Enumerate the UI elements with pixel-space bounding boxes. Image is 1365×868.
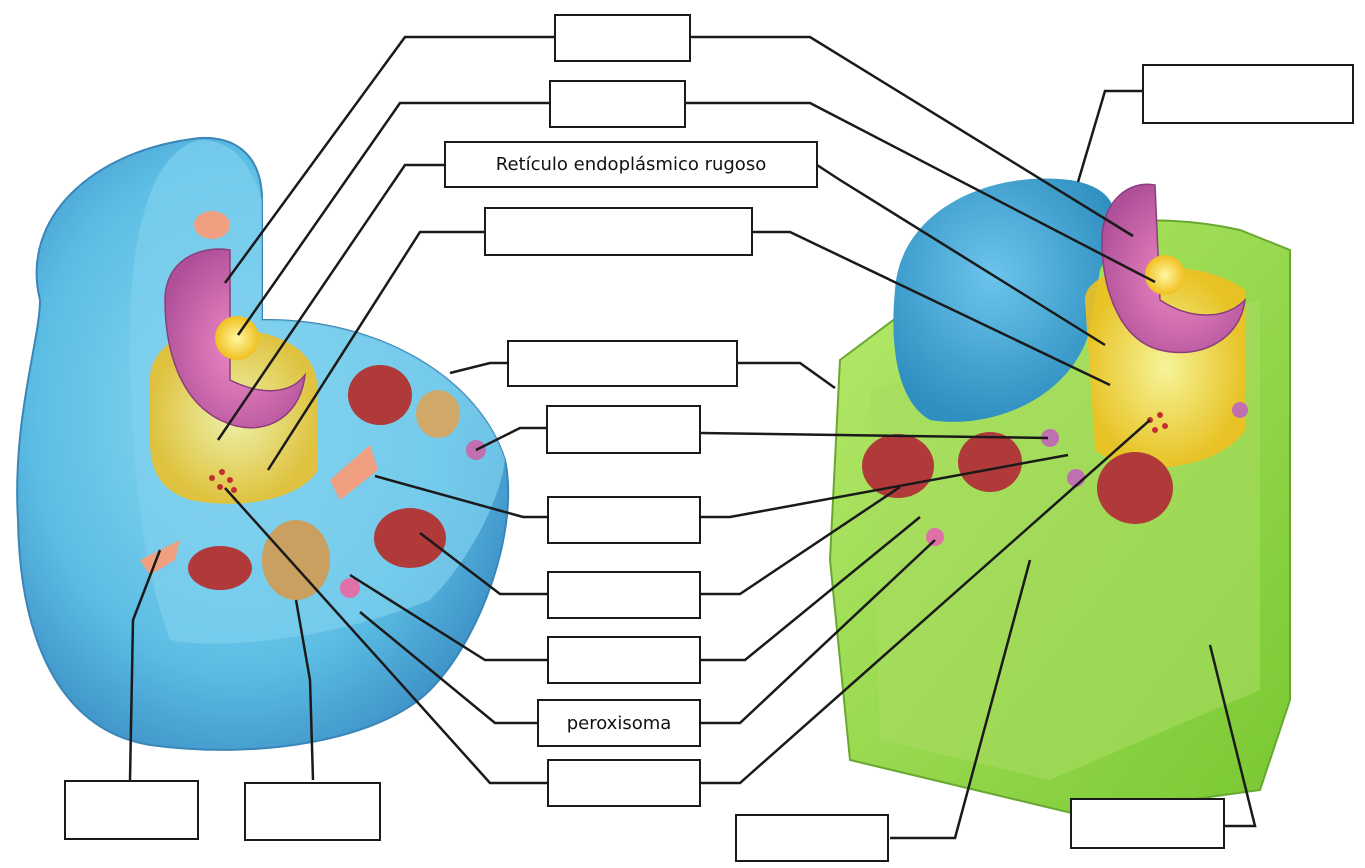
leader-line (1078, 91, 1143, 182)
label-box[interactable] (547, 636, 701, 684)
animal-smooth-er (194, 211, 230, 239)
animal-mitochondrion-1 (348, 365, 412, 425)
label-box[interactable] (484, 207, 753, 256)
label-box[interactable] (1070, 798, 1225, 849)
animal-mitochondrion-3 (188, 546, 252, 590)
label-box[interactable] (546, 405, 701, 454)
label-box-rough-er: Retículo endoplásmico rugoso (444, 141, 818, 188)
leader-line (450, 363, 508, 373)
animal-nucleolus (215, 316, 259, 360)
label-box[interactable] (549, 80, 686, 128)
plant-nucleus-back (1085, 267, 1245, 468)
animal-lysosome-1 (262, 520, 330, 600)
leader-line (737, 363, 835, 388)
label-box[interactable] (735, 814, 889, 862)
label-box[interactable] (1142, 64, 1354, 124)
label-box[interactable] (64, 780, 199, 840)
plant-cell (830, 178, 1290, 815)
animal-peroxisome (340, 578, 360, 598)
label-box[interactable] (507, 340, 738, 387)
animal-lysosome-2 (416, 390, 460, 438)
label-box[interactable] (547, 496, 701, 544)
label-box[interactable] (547, 571, 701, 619)
plant-peroxisome (926, 528, 944, 546)
label-box[interactable] (244, 782, 381, 841)
plant-mitochondrion-3 (1097, 452, 1173, 524)
label-box[interactable] (554, 14, 691, 62)
label-box[interactable] (547, 759, 701, 807)
label-box-peroxisome: peroxisoma (537, 699, 701, 747)
animal-mitochondrion-2 (374, 508, 446, 568)
plant-nucleolus (1145, 255, 1185, 295)
plant-mitochondrion-2 (958, 432, 1022, 492)
plant-vesicle-3 (1232, 402, 1248, 418)
